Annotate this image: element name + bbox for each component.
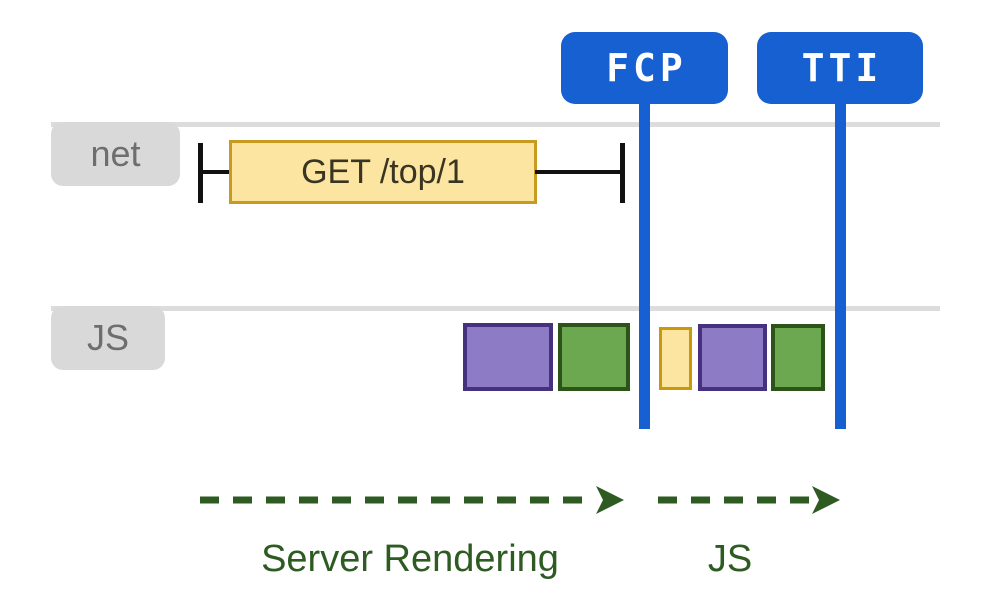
js-task-block-green [771,324,825,391]
js-task-block-purple [698,324,767,391]
net-lane-label: net [51,122,180,186]
net-lane-label-text: net [90,133,141,174]
js-lane-label-text: JS [86,317,129,358]
js-task-block-yellow [659,327,692,390]
net-lane-line [51,122,940,127]
fcp-badge: FCP [561,32,728,104]
js-arrow-head [812,486,840,514]
tti-marker-line [835,100,846,429]
fcp-marker-line [639,100,650,429]
phase-arrows [200,486,840,514]
js-lane-line [51,306,940,311]
request-end-connector [535,170,622,174]
network-request-label: GET /top/1 [301,153,465,191]
js-task-block-green [558,323,630,391]
js-task-block-purple [463,323,553,391]
phase-label-server-rendering: Server Rendering [261,538,559,580]
request-end-tick [620,143,625,203]
request-start-connector [202,170,230,174]
server-rendering-arrow-head [596,486,624,514]
network-request-bar: GET /top/1 [229,140,537,204]
tti-badge: TTI [757,32,923,104]
js-lane-label: JS [51,306,165,370]
phase-label-js: JS [707,538,753,580]
request-start-tick [198,143,203,203]
